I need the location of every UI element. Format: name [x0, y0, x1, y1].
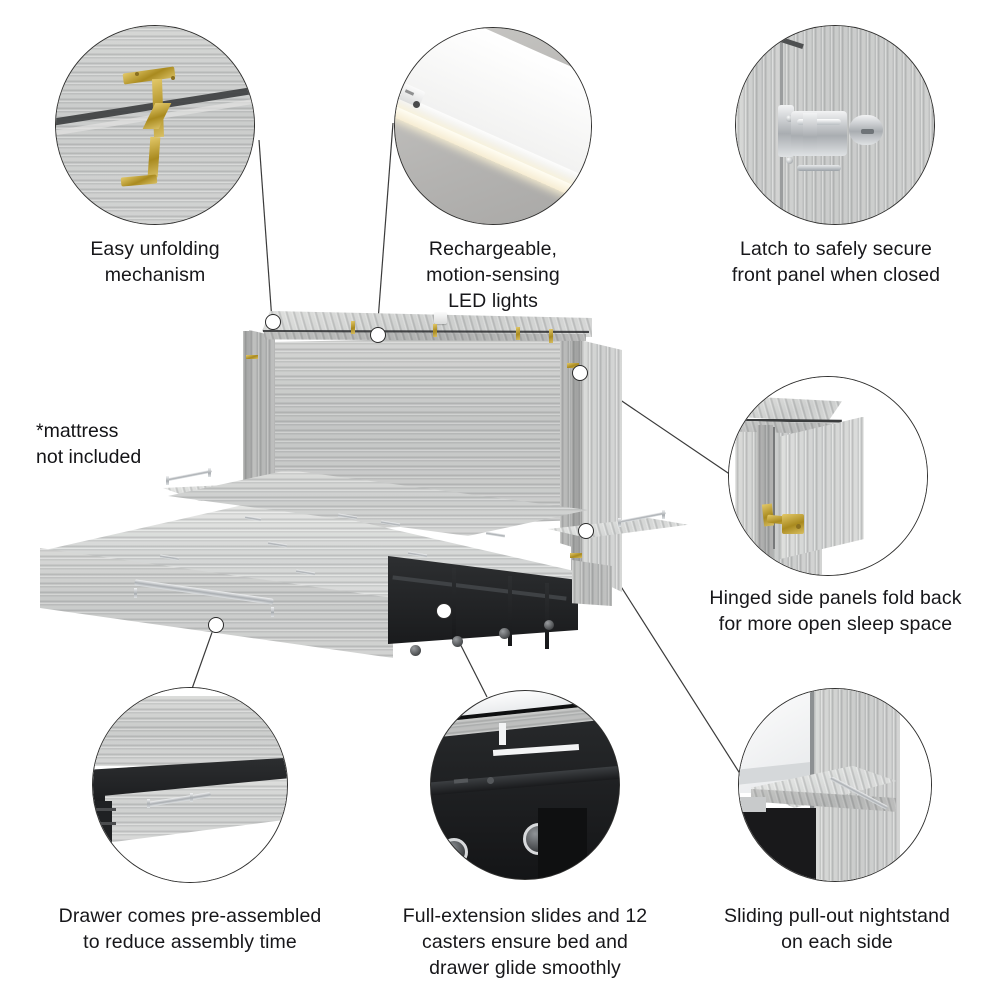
deck-slat-clip — [485, 531, 506, 538]
callout-caption-drawer: Drawer comes pre-assembled to reduce ass… — [58, 905, 322, 953]
callout-caption-nightstand: Sliding pull-out nightstand on each side — [723, 905, 951, 953]
anchor-dot-drawer — [208, 617, 224, 633]
callout-image-hinged-panels — [728, 376, 928, 576]
gold-hinge-icon — [351, 320, 355, 335]
mattress-disclaimer: *mattress not included — [36, 420, 142, 468]
frame-divider — [508, 576, 512, 646]
callout-caption-hinged-panels: Hinged side panels fold back for more op… — [709, 587, 962, 635]
cabinet-left-outer-edge — [243, 331, 252, 539]
cabinet-right-panel-edge — [571, 336, 582, 586]
frame-divider — [452, 568, 456, 640]
callout-image-nightstand — [738, 688, 932, 882]
callout-image-slides-casters — [430, 690, 620, 880]
anchor-dot-nightstand — [578, 523, 594, 539]
callout-caption-slides-casters: Full-extension slides and 12 casters ens… — [402, 905, 648, 979]
gold-hinge-icon — [433, 324, 437, 337]
anchor-dot-led — [370, 327, 386, 343]
callout-caption-latch: Latch to safely secure front panel when … — [731, 238, 941, 286]
gold-hinge-icon — [567, 363, 579, 368]
callout-image-drawer — [92, 687, 288, 883]
frame-divider — [545, 583, 549, 649]
led-module — [434, 312, 447, 324]
anchor-dot-easy-unfolding — [265, 314, 281, 330]
caster-wheel-icon — [410, 645, 421, 656]
drawer-handle-post — [271, 607, 274, 617]
caster-wheel-icon — [499, 628, 510, 639]
drawer-handle-post — [134, 588, 137, 598]
nightstand-rail-post-left — [166, 476, 169, 485]
callout-caption-led-lights: Rechargeable, motion-sensing LED lights — [426, 238, 560, 312]
nightstand-rail-post-left — [208, 468, 211, 477]
callout-image-easy-unfolding — [55, 25, 255, 225]
nightstand-rail-post-right — [618, 518, 621, 527]
cabinet-lid-shadow-line — [263, 330, 589, 333]
nightstand-rail-left — [166, 469, 212, 482]
gold-hinge-icon — [516, 327, 520, 340]
anchor-dot-hinged-panel — [572, 365, 588, 381]
anchor-dot-casters — [436, 603, 452, 619]
cabinet-lid-under-lip — [264, 332, 586, 341]
callout-image-latch — [735, 25, 935, 225]
nightstand-rail-post-right — [662, 510, 665, 519]
callout-image-led-lights — [394, 27, 592, 225]
caster-wheel-icon — [452, 636, 463, 647]
gold-hinge-icon — [246, 355, 258, 359]
gold-hinge-icon — [549, 329, 553, 343]
callout-caption-easy-unfolding: Easy unfolding mechanism — [90, 238, 220, 286]
caster-wheel-icon — [544, 620, 554, 630]
cabinet-base-right-column — [572, 560, 612, 606]
gold-hinge-icon — [570, 553, 582, 558]
